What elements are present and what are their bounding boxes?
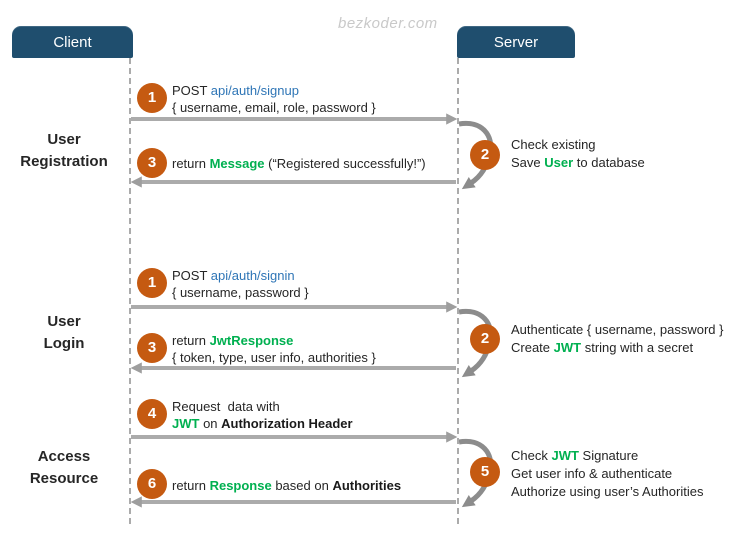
step-circle-access-response: 6 — [137, 469, 167, 499]
client-actor-box: Client — [12, 26, 133, 58]
server-actor-box: Server — [457, 26, 575, 58]
message-login-request: POST api/auth/signin{ username, password… — [172, 268, 309, 300]
message-reg-request: POST api/auth/signup{ username, email, r… — [172, 83, 376, 115]
client-lifeline — [129, 58, 131, 524]
message-access-response: return Response based on Authorities — [172, 478, 402, 493]
note-login-server: Authenticate { username, password }Creat… — [511, 322, 724, 355]
step-circle-login-request: 1 — [137, 268, 167, 298]
client-actor-label: Client — [53, 33, 92, 51]
step-circle-access-server: 5 — [470, 457, 500, 487]
step-circle-reg-server: 2 — [470, 140, 500, 170]
step-circle-access-request: 4 — [137, 399, 167, 429]
message-reg-response: return Message (“Registered successfully… — [172, 156, 426, 171]
step-circle-reg-request: 1 — [137, 83, 167, 113]
server-lifeline — [457, 58, 459, 524]
message-login-response: return JwtResponse{ token, type, user in… — [172, 333, 376, 365]
step-circle-login-response: 3 — [137, 333, 167, 363]
watermark: bezkoder.com — [338, 15, 438, 32]
server-actor-label: Server — [493, 33, 539, 51]
step-circle-reg-response: 3 — [137, 148, 167, 178]
step-circle-login-server: 2 — [470, 324, 500, 354]
